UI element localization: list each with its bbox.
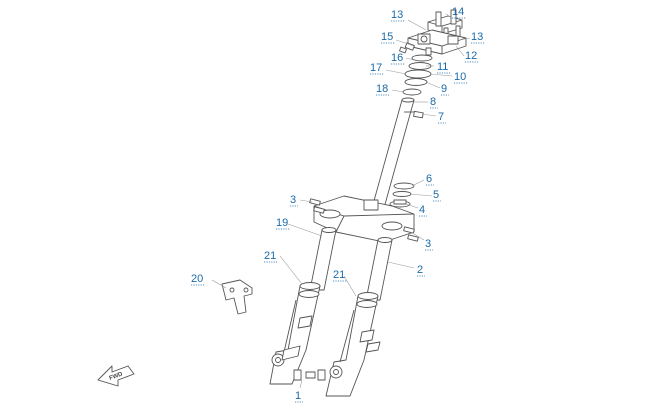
callout-14[interactable]: 14 xyxy=(452,6,464,18)
callout-17[interactable]: 17 xyxy=(370,62,382,74)
callout-16[interactable]: 16 xyxy=(391,52,403,64)
callout-12[interactable]: 12 xyxy=(465,50,477,62)
lower-triple-clamp xyxy=(313,195,415,243)
callout-3-right[interactable]: 3 xyxy=(425,238,431,250)
callout-9[interactable]: 9 xyxy=(441,83,447,95)
callout-8[interactable]: 8 xyxy=(430,96,436,108)
triple-clamp-bolts-left xyxy=(309,198,325,214)
callouts: 13 14 15 13 16 12 11 17 10 9 18 8 7 6 5 … xyxy=(191,6,485,403)
callout-18[interactable]: 18 xyxy=(376,83,388,95)
stem-bolt xyxy=(413,110,424,119)
fwd-label: FWD xyxy=(109,371,125,382)
callout-3-left[interactable]: 3 xyxy=(290,194,296,206)
steering-nut-stack xyxy=(402,54,433,96)
callout-5[interactable]: 5 xyxy=(433,189,439,201)
forward-arrow-icon: FWD xyxy=(97,365,135,387)
callout-7[interactable]: 7 xyxy=(438,111,444,123)
callout-13-right[interactable]: 13 xyxy=(471,31,483,43)
leader-lines xyxy=(211,13,471,389)
fork-slider-right xyxy=(325,292,381,397)
callout-13-top[interactable]: 13 xyxy=(391,9,403,21)
fork-tube-left xyxy=(309,227,337,291)
callout-1[interactable]: 1 xyxy=(295,390,301,402)
callout-21-left[interactable]: 21 xyxy=(264,250,276,262)
callout-4[interactable]: 4 xyxy=(419,204,425,216)
callout-21-right[interactable]: 21 xyxy=(333,269,345,281)
fork-tube-right xyxy=(365,237,393,301)
clamp-bolts xyxy=(399,42,432,56)
callout-11[interactable]: 11 xyxy=(437,61,448,73)
callout-10[interactable]: 10 xyxy=(454,71,466,83)
callout-15[interactable]: 15 xyxy=(381,31,393,43)
callout-2[interactable]: 2 xyxy=(417,264,423,276)
axle-bolts xyxy=(293,369,326,381)
triple-clamp-bolts-right xyxy=(403,226,419,242)
brake-hose-bracket xyxy=(221,279,253,315)
callout-19[interactable]: 19 xyxy=(276,217,288,229)
callout-6[interactable]: 6 xyxy=(426,173,432,185)
callout-20[interactable]: 20 xyxy=(191,273,203,285)
bearing-parts xyxy=(389,182,415,208)
fork-slider-left xyxy=(269,282,321,385)
